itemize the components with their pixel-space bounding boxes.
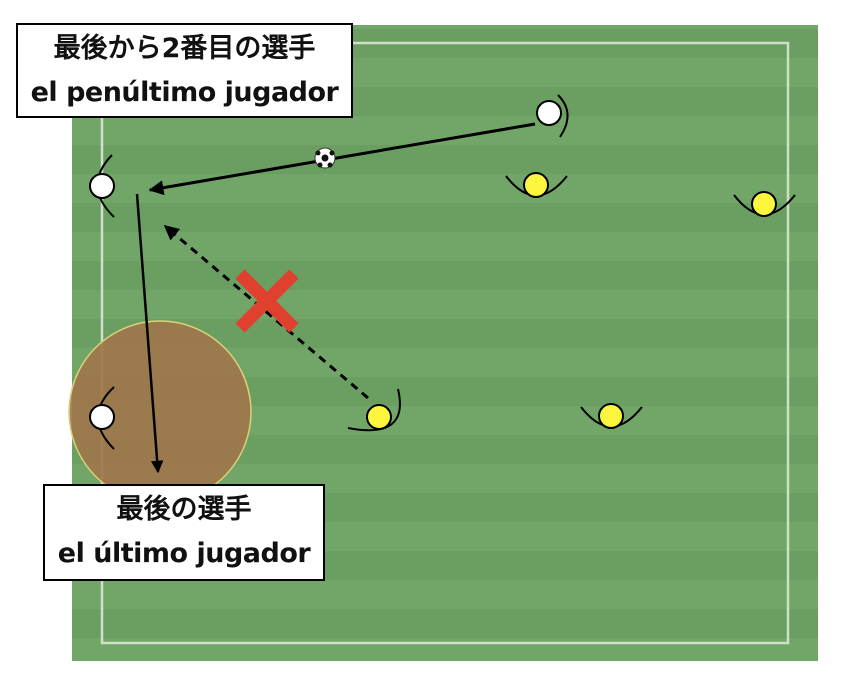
last-label-jp: 最後の選手 — [116, 494, 252, 525]
attacker-player — [89, 154, 115, 218]
penultimate-label-jp: 最後から2番目の選手 — [53, 33, 316, 64]
attacker-player — [536, 94, 569, 138]
defender-player — [733, 191, 796, 217]
defender-player — [347, 388, 401, 432]
last-label-es: el último jugador — [57, 538, 311, 569]
blocked-x-icon — [235, 269, 299, 333]
soccer-ball-icon — [314, 147, 336, 169]
defender-player — [505, 172, 568, 198]
defender-player — [580, 403, 643, 429]
attacker-player — [89, 386, 115, 450]
blocked-pass-arrow — [163, 224, 369, 400]
last-player-label: 最後の選手 el último jugador — [43, 484, 325, 581]
penultimate-label-es: el penúltimo jugador — [30, 77, 339, 108]
run-arrow — [135, 193, 164, 474]
pass-arrow — [148, 122, 536, 196]
pitch-lines — [100, 41, 790, 645]
penultimate-player-label: 最後から2番目の選手 el penúltimo jugador — [16, 23, 353, 118]
